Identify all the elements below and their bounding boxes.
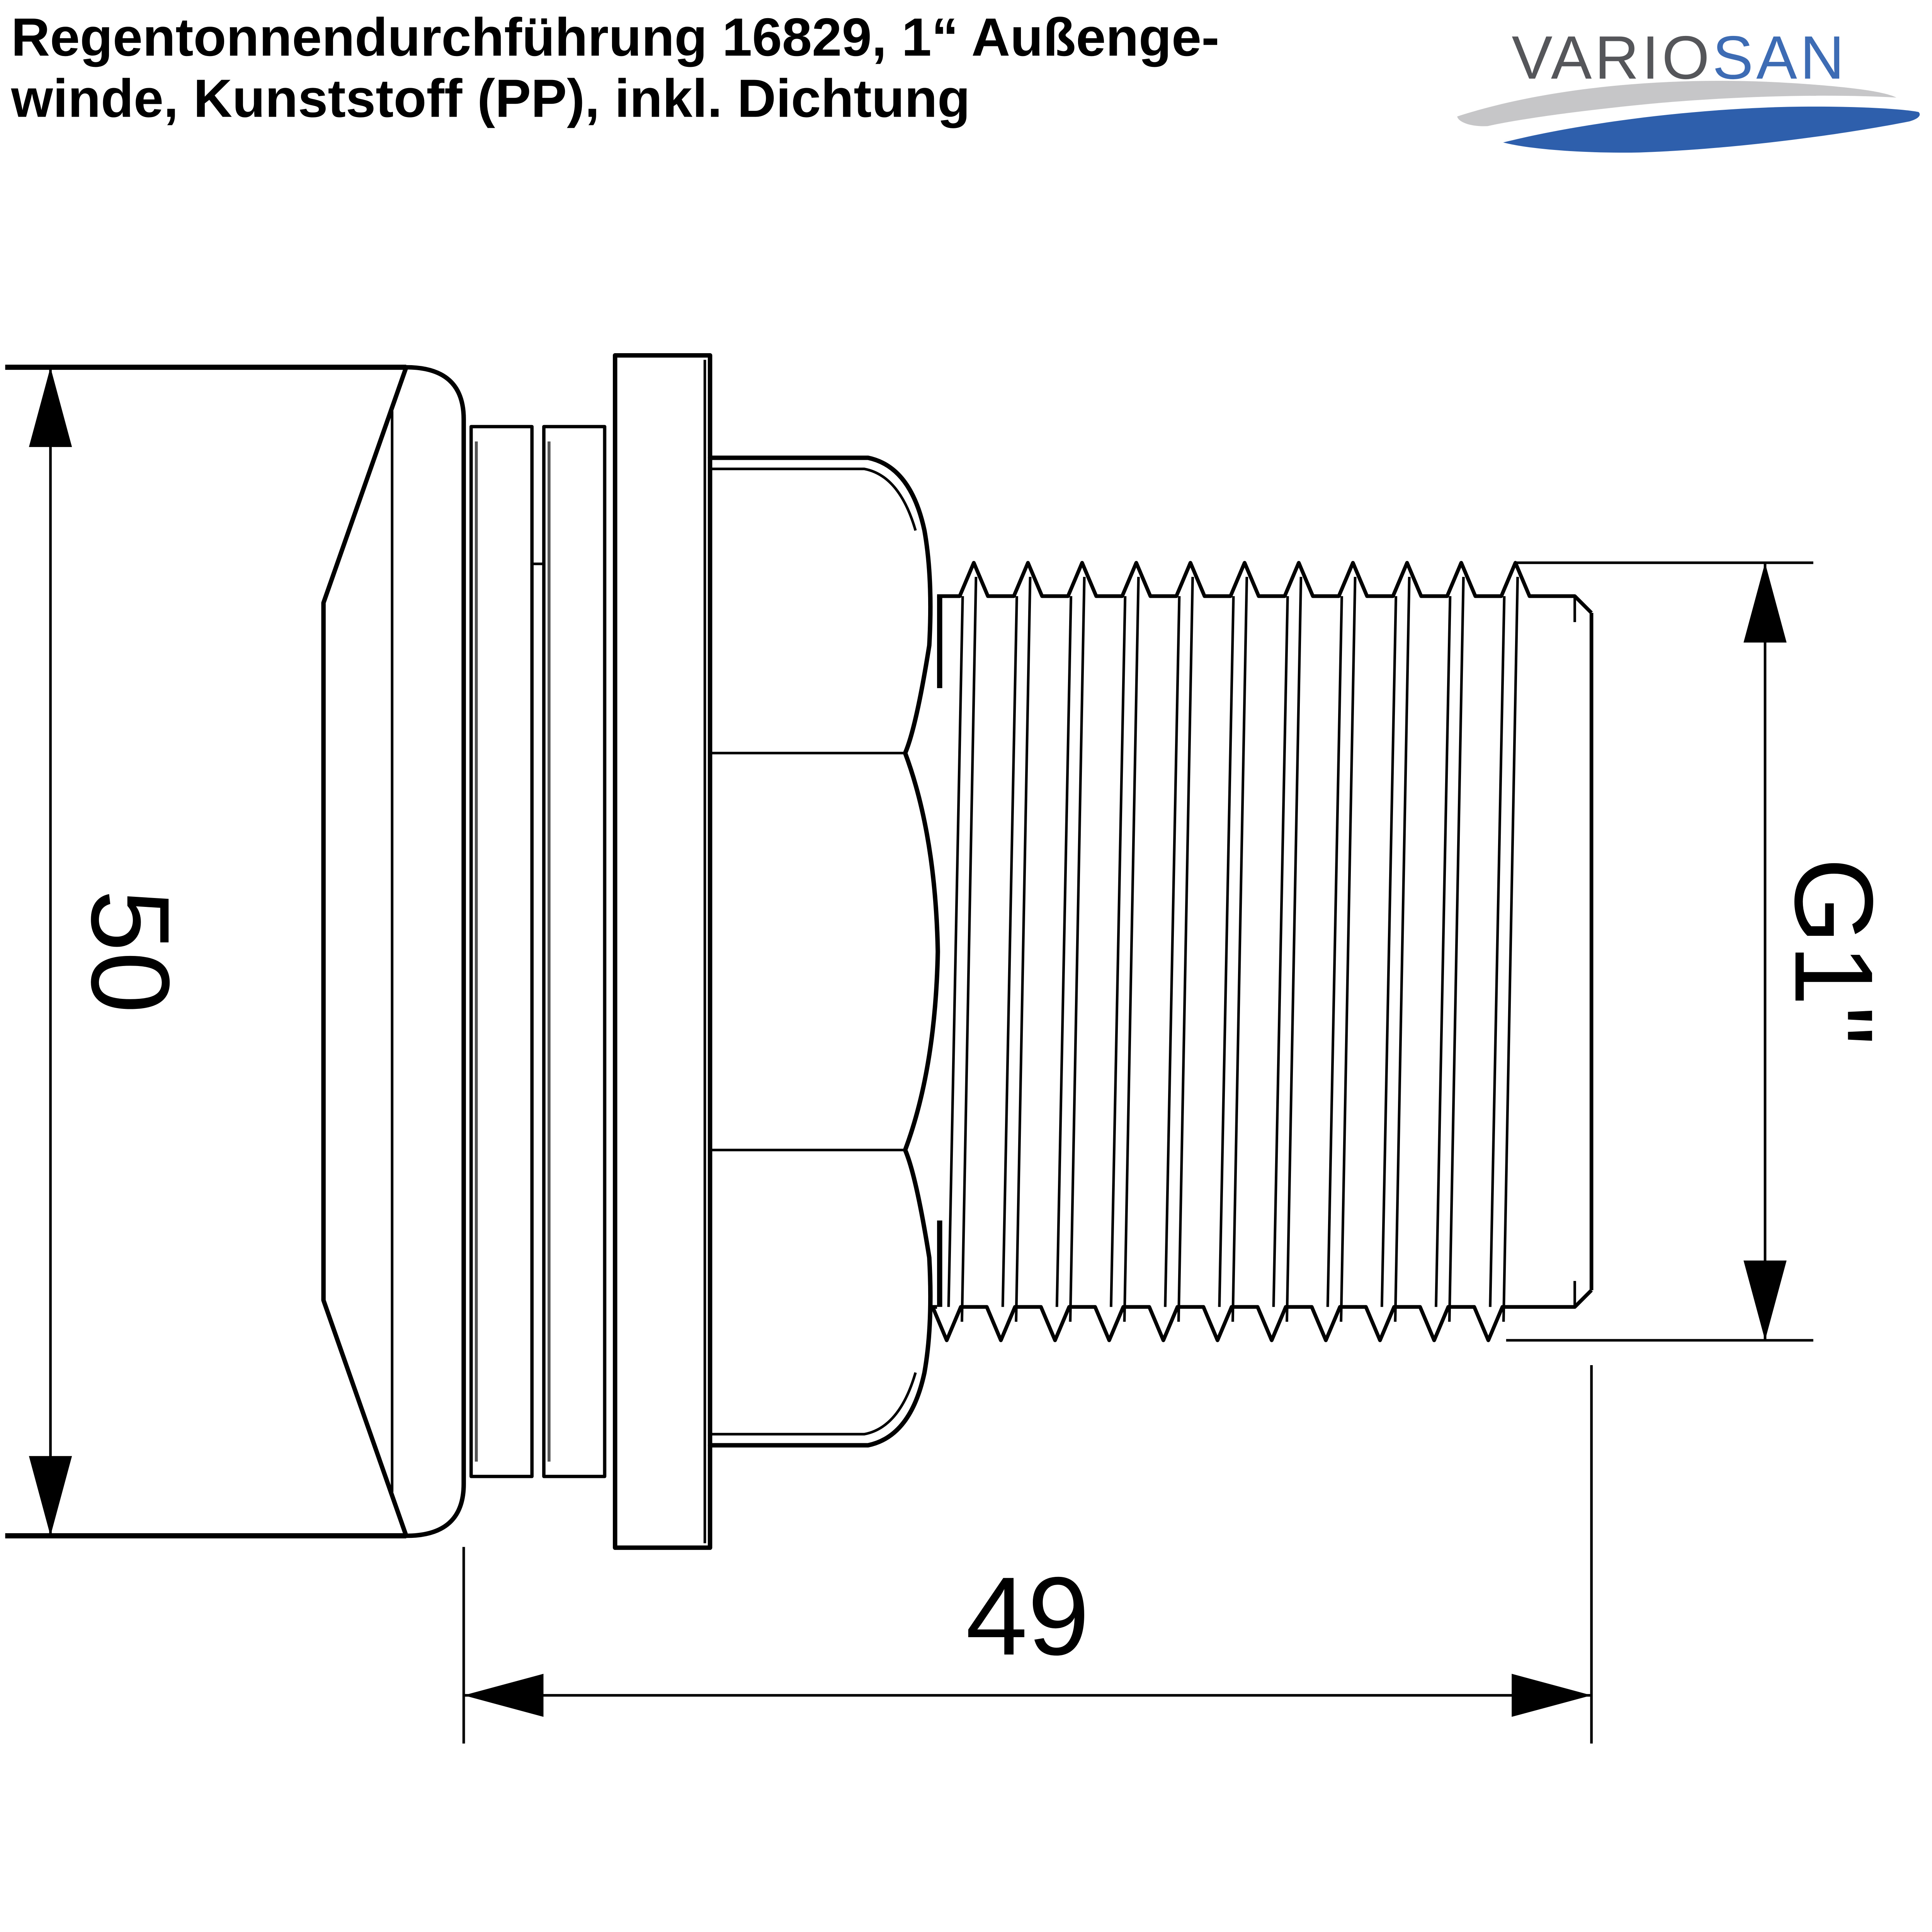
thread-flank-line bbox=[1435, 596, 1452, 1307]
thread-flank-line bbox=[1340, 577, 1357, 1322]
thread-flank-line bbox=[1272, 596, 1289, 1307]
gasket-strip-2 bbox=[542, 425, 607, 1478]
title-block: Regentonnendurchführung 16829, 1“ Außeng… bbox=[11, 7, 1219, 128]
brand-logo: VARIOSAN bbox=[1457, 24, 1920, 153]
thread-flank-line bbox=[1380, 596, 1398, 1307]
thread-flank-line bbox=[1069, 577, 1086, 1322]
dim-label-length: 49 bbox=[966, 1554, 1089, 1679]
thread-flank-line bbox=[1110, 596, 1127, 1307]
flange-outline bbox=[321, 365, 466, 1538]
dim-arrow-left-icon bbox=[464, 1673, 544, 1717]
part-drawing bbox=[321, 353, 1594, 1550]
hex-nut-outline bbox=[707, 455, 940, 1448]
thread-flank-line bbox=[1448, 577, 1465, 1322]
dimension-thread-g1: G1" bbox=[1506, 561, 1896, 1342]
male-thread-g1 bbox=[930, 561, 1594, 1342]
thread-flank-line bbox=[1177, 577, 1194, 1322]
dim-label-height: 50 bbox=[68, 889, 192, 1013]
thread-flank-line bbox=[1286, 577, 1303, 1322]
logo-wave-top-icon bbox=[1457, 81, 1896, 126]
hex-nut-chamfer-top bbox=[710, 468, 917, 531]
dim-arrow-thread-down-icon bbox=[1743, 1260, 1787, 1340]
thread-flank-line bbox=[1394, 577, 1411, 1322]
dim-arrow-right-icon bbox=[1512, 1673, 1592, 1717]
thread-profile bbox=[937, 561, 1593, 614]
hex-nut bbox=[707, 455, 940, 1448]
thread-flank-line bbox=[1015, 577, 1032, 1322]
thread-flank-line bbox=[1489, 596, 1506, 1307]
thread-flank-line bbox=[1502, 577, 1519, 1322]
thread-flank-line bbox=[961, 577, 978, 1322]
dim-arrow-thread-up-icon bbox=[1743, 563, 1787, 643]
gasket-seal bbox=[469, 425, 607, 1478]
thread-flank-line bbox=[1231, 577, 1248, 1322]
logo-wave-bottom-icon bbox=[1503, 106, 1920, 153]
thread-flank-line bbox=[1055, 596, 1073, 1307]
dim-label-thread: G1" bbox=[1772, 857, 1896, 1045]
dim-arrow-down-icon bbox=[29, 1456, 72, 1536]
brand-wordmark-primary: VARIO bbox=[1512, 24, 1713, 92]
dimension-length-49: 49 bbox=[462, 1365, 1593, 1744]
product-title-line1: Regentonnendurchführung 16829, 1“ Außeng… bbox=[11, 7, 1219, 67]
hex-nut-chamfer-bottom bbox=[710, 1372, 917, 1435]
product-title-line2: winde, Kunststoff (PP), inkl. Dichtung bbox=[11, 68, 970, 128]
dim-arrow-up-icon bbox=[29, 367, 72, 447]
gasket-strip-1 bbox=[469, 425, 534, 1478]
washer-outline bbox=[613, 353, 713, 1550]
thread-flank-line bbox=[1326, 596, 1343, 1307]
thread-flank-line bbox=[1164, 596, 1181, 1307]
brand-wordmark: VARIOSAN bbox=[1512, 24, 1847, 92]
brand-wordmark-secondary: SAN bbox=[1713, 24, 1847, 92]
backing-washer bbox=[613, 353, 713, 1550]
thread-flank-line bbox=[1123, 577, 1140, 1322]
thread-profile bbox=[930, 1289, 1593, 1342]
thread-flank-line bbox=[1001, 596, 1018, 1307]
dimension-height-50: 50 bbox=[5, 364, 406, 1539]
thread-flank-line bbox=[947, 596, 964, 1307]
thread-flank-line bbox=[1218, 596, 1235, 1307]
